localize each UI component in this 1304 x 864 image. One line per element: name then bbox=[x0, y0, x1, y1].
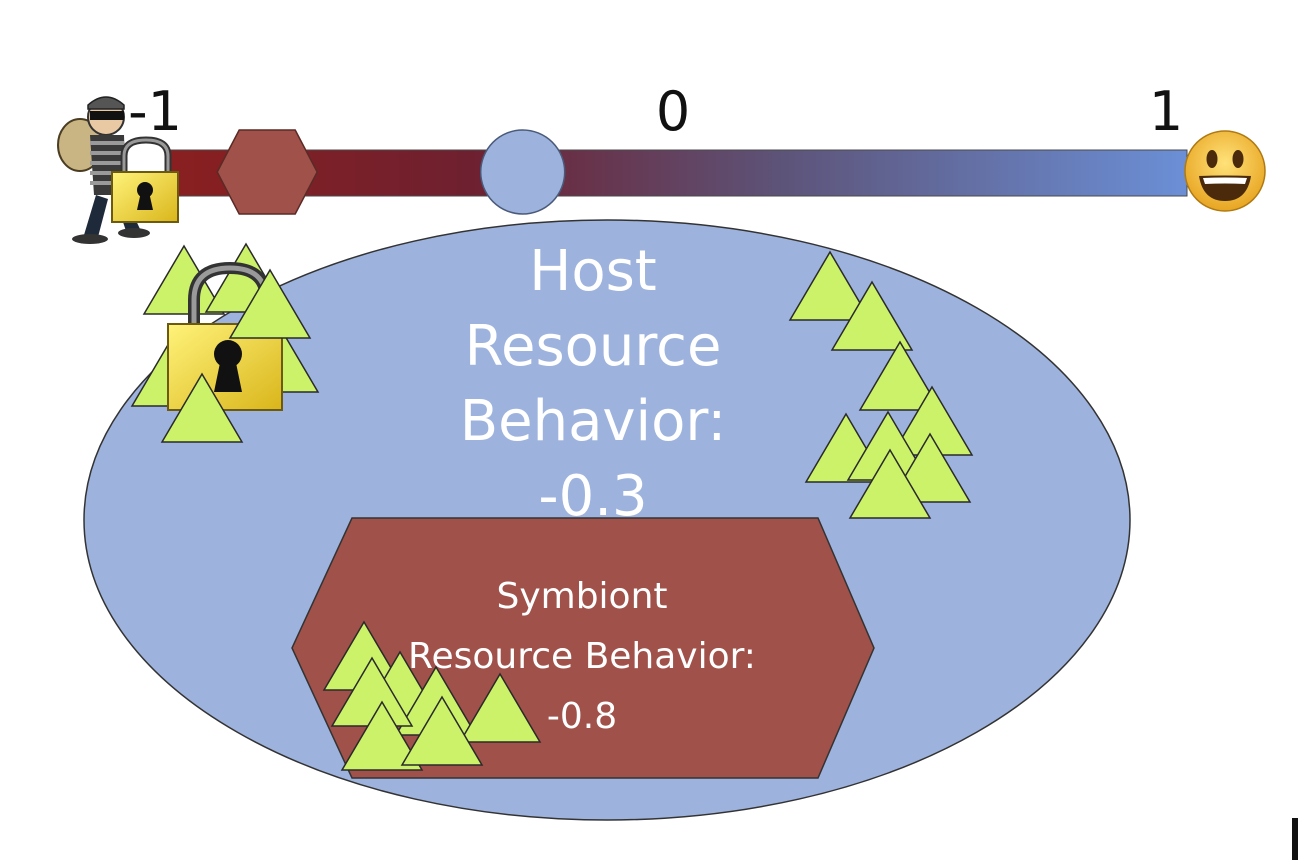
scale-mid-label: 0 bbox=[656, 80, 690, 143]
smiley-face-icon bbox=[1184, 130, 1266, 212]
symbiont-label-line-1: Symbiont bbox=[496, 576, 667, 617]
host-scale-marker bbox=[479, 129, 566, 215]
symbiont-scale-marker bbox=[216, 129, 319, 215]
host-label-line-1: Host bbox=[529, 239, 657, 304]
host-label-line-2: Resource bbox=[465, 314, 722, 379]
scale-bar bbox=[164, 149, 1188, 197]
host-label-line-3: Behavior: bbox=[460, 389, 727, 454]
symbiont-label-line-2: Resource Behavior: bbox=[408, 636, 756, 677]
scale-min-label: -1 bbox=[128, 80, 182, 143]
symbiont-label-line-3: -0.8 bbox=[547, 696, 617, 737]
corner-mark bbox=[1292, 818, 1298, 860]
scale-max-label: 1 bbox=[1149, 80, 1183, 143]
padlock-icon bbox=[111, 136, 179, 223]
